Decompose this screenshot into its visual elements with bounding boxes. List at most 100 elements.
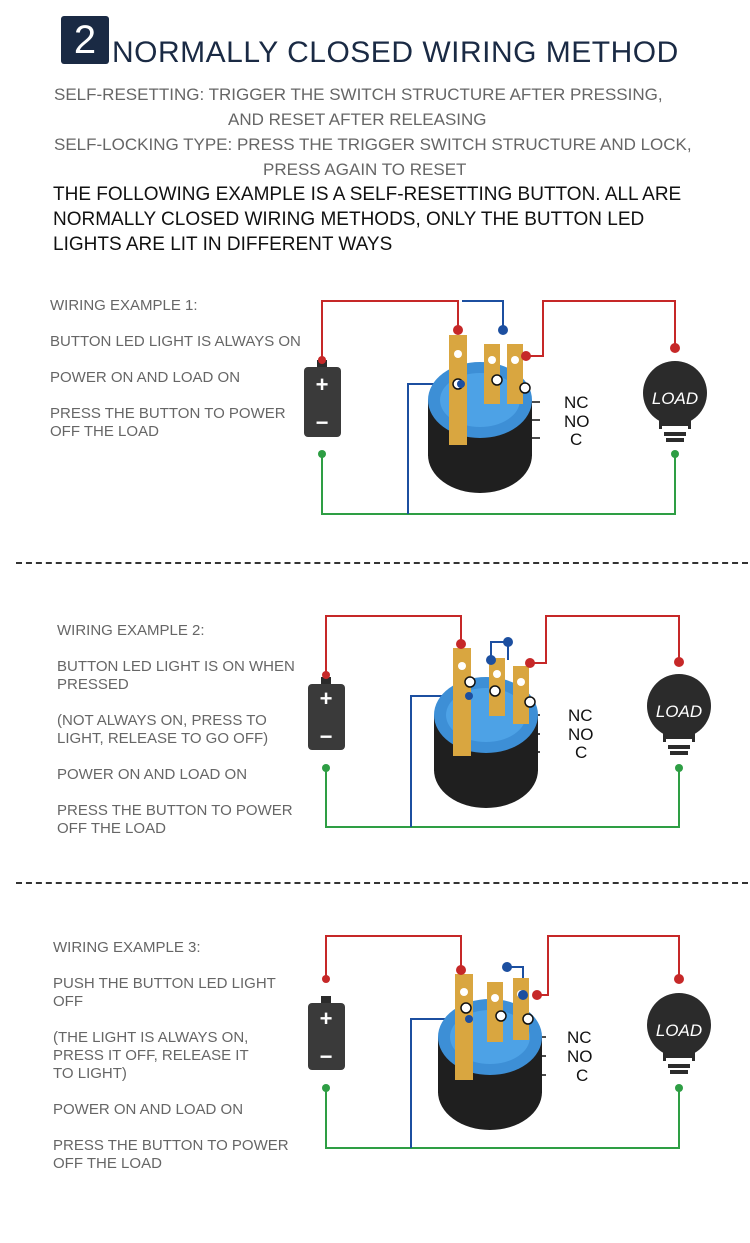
battery-body xyxy=(304,367,341,437)
bulb-neck xyxy=(659,415,691,429)
example-1-title: WIRING EXAMPLE 1: xyxy=(50,297,198,314)
example-3-line: (THE LIGHT IS ALWAYS ON, xyxy=(53,1029,249,1046)
wiring-diagram-3: + − NC xyxy=(308,935,711,1149)
wiring-example-2: WIRING EXAMPLE 2: BUTTON LED LIGHT IS ON… xyxy=(0,600,750,860)
terminal-c-label: C xyxy=(576,1066,588,1085)
bulb-base-2 xyxy=(666,438,684,442)
node-green xyxy=(675,1084,683,1092)
terminal-dot xyxy=(464,676,476,688)
battery-minus-icon: − xyxy=(316,410,329,435)
node-green xyxy=(322,764,330,772)
node-blue xyxy=(486,655,496,665)
divider xyxy=(16,562,748,564)
terminal-no-label: NO xyxy=(567,1047,593,1066)
led-pin-2 xyxy=(487,982,503,1042)
bulb-line xyxy=(666,1058,692,1062)
led-pin-1 xyxy=(453,648,471,756)
led-pin-1 xyxy=(455,974,473,1080)
battery-cap xyxy=(321,996,331,1003)
wire-nodes xyxy=(318,325,680,458)
self-resetting-line2: AND RESET AFTER RELEASING xyxy=(228,110,487,129)
node-blue xyxy=(502,962,512,972)
example-3-title: WIRING EXAMPLE 3: xyxy=(53,939,201,956)
example-1-line: OFF THE LOAD xyxy=(50,423,159,440)
example-2-line: OFF THE LOAD xyxy=(57,820,166,837)
node-blue xyxy=(503,637,513,647)
pin-hole xyxy=(458,662,466,670)
terminal-dot xyxy=(460,1002,472,1014)
node-blue xyxy=(465,1015,473,1023)
bulb-base-1 xyxy=(668,1064,690,1068)
wire-red-switch-to-load xyxy=(526,300,676,357)
battery-plus-icon: + xyxy=(320,686,333,711)
self-locking-line2: PRESS AGAIN TO RESET xyxy=(263,160,467,179)
example-1-line: PRESS THE BUTTON TO POWER xyxy=(50,405,286,422)
wire-green-return xyxy=(325,768,680,828)
wire-red-battery-to-switch xyxy=(321,300,459,360)
switch-pin-3 xyxy=(507,344,523,404)
terminal-dot xyxy=(519,382,531,394)
page-title: NORMALLY CLOSED WIRING METHOD xyxy=(112,36,679,69)
terminal-dot xyxy=(489,685,501,697)
pin-hole xyxy=(493,670,501,678)
example-3-line: PUSH THE BUTTON LED LIGHT xyxy=(53,975,276,992)
node-red xyxy=(521,351,531,361)
switch-body xyxy=(434,648,538,808)
header: 2 NORMALLY CLOSED WIRING METHOD SELF-RES… xyxy=(0,0,750,270)
wire-nodes xyxy=(322,962,684,1092)
battery-body xyxy=(308,684,345,750)
battery: + − xyxy=(308,996,345,1070)
example-2-line: BUTTON LED LIGHT IS ON WHEN xyxy=(57,658,295,675)
node-red xyxy=(674,657,684,667)
example-note-line2: NORMALLY CLOSED WIRING METHODS, ONLY THE… xyxy=(53,209,645,230)
example-3-line: PRESS THE BUTTON TO POWER xyxy=(53,1137,289,1154)
pin-hole xyxy=(491,994,499,1002)
example-note-line3: LIGHTS ARE LIT IN DIFFERENT WAYS xyxy=(53,234,393,255)
pin-hole xyxy=(511,356,519,364)
node-red xyxy=(453,325,463,335)
example-2-line: (NOT ALWAYS ON, PRESS TO xyxy=(57,712,267,729)
wire-green-return xyxy=(321,454,676,515)
battery-plus-icon: + xyxy=(316,372,329,397)
bulb-globe xyxy=(647,993,711,1057)
example-3-line: OFF THE LOAD xyxy=(53,1155,162,1172)
pin-hole xyxy=(460,988,468,996)
example-2-line: PRESS THE BUTTON TO POWER xyxy=(57,802,293,819)
terminal-nc-label: NC xyxy=(567,1028,592,1047)
pin-hole xyxy=(488,356,496,364)
terminal-dot xyxy=(524,696,536,708)
example-3-line: OFF xyxy=(53,993,83,1010)
example-2-title: WIRING EXAMPLE 2: xyxy=(57,622,205,639)
example-2-line: PRESSED xyxy=(57,676,129,693)
self-resetting-line1: SELF-RESETTING: TRIGGER THE SWITCH STRUC… xyxy=(54,85,663,104)
self-locking-line1: SELF-LOCKING TYPE: PRESS THE TRIGGER SWI… xyxy=(54,135,692,154)
node-blue xyxy=(465,692,473,700)
wire-green-return xyxy=(325,1088,680,1149)
divider xyxy=(16,882,748,884)
wire-nodes xyxy=(322,637,684,772)
terminal-no-label: NO xyxy=(568,725,594,744)
battery-body xyxy=(308,1003,345,1070)
terminal-dot xyxy=(495,1010,507,1022)
bulb-globe xyxy=(647,674,711,738)
example-note-line1: THE FOLLOWING EXAMPLE IS A SELF-RESETTIN… xyxy=(53,184,682,205)
node-blue xyxy=(498,325,508,335)
terminal-dot xyxy=(522,1013,534,1025)
node-blue xyxy=(457,380,465,388)
battery-cap xyxy=(321,677,331,684)
example-3-line: TO LIGHT) xyxy=(53,1065,127,1082)
bulb-base-2 xyxy=(670,751,688,755)
node-red xyxy=(456,965,466,975)
wiring-example-3: WIRING EXAMPLE 3: PUSH THE BUTTON LED LI… xyxy=(0,920,750,1220)
battery: + − xyxy=(304,360,341,437)
node-blue xyxy=(518,990,528,1000)
example-2-line: LIGHT, RELEASE TO GO OFF) xyxy=(57,730,269,747)
node-red xyxy=(318,356,326,364)
wire-red-battery-to-switch xyxy=(325,615,462,675)
node-red xyxy=(456,639,466,649)
example-3-line: POWER ON AND LOAD ON xyxy=(53,1101,244,1118)
terminal-dot xyxy=(491,374,503,386)
bulb-base-2 xyxy=(670,1070,688,1074)
node-red xyxy=(532,990,542,1000)
node-green xyxy=(671,450,679,458)
